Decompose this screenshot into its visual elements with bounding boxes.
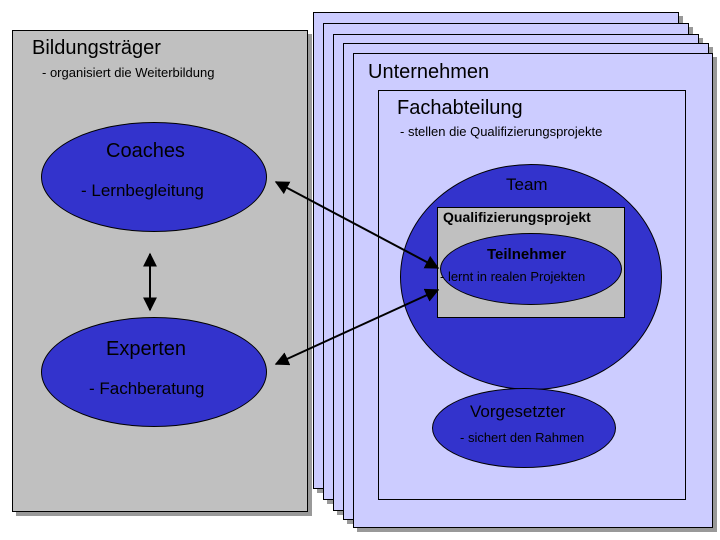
bildungstraeger-title: Bildungsträger	[32, 37, 161, 59]
fachabteilung-subtitle: - stellen die Qualifizierungsprojekte	[400, 124, 603, 139]
experten-subtitle: - Fachberatung	[89, 379, 205, 398]
experten-ellipse	[41, 317, 267, 427]
bildungstraeger-subtitle: - organisiert die Weiterbildung	[42, 65, 215, 80]
vorgesetzter-ellipse	[432, 388, 616, 468]
qualifizierungsprojekt-title: Qualifizierungsprojekt	[443, 209, 591, 225]
vorgesetzter-title: Vorgesetzter	[470, 402, 566, 421]
experten-teilnehmer-arrow	[274, 288, 440, 366]
experten-title: Experten	[106, 338, 187, 360]
teilnehmer-title: Teilnehmer	[487, 246, 566, 263]
coaches-subtitle: - Lernbegleitung	[81, 181, 204, 200]
teilnehmer-subtitle: - lernt in realen Projekten	[440, 269, 586, 284]
unternehmen-title: Unternehmen	[368, 61, 490, 83]
team-title: Team	[506, 175, 548, 194]
vorgesetzter-subtitle: - sichert den Rahmen	[460, 430, 585, 445]
coaches-teilnehmer-arrow	[274, 181, 440, 269]
coaches-ellipse	[41, 122, 267, 232]
fachabteilung-title: Fachabteilung	[397, 97, 523, 119]
teilnehmer-ellipse	[440, 233, 622, 305]
coaches-title: Coaches	[106, 140, 185, 162]
bildungstraeger-box	[12, 30, 308, 512]
